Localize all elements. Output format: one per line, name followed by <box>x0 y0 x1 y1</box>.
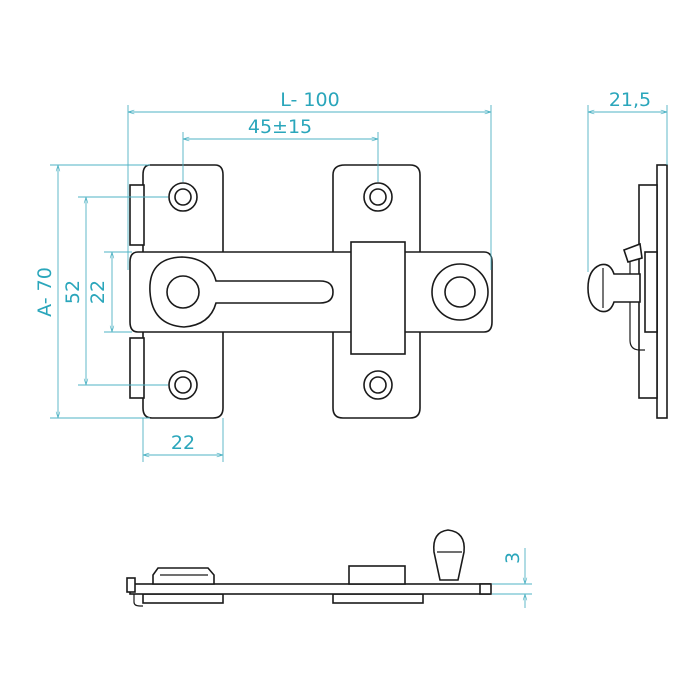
bottom-view <box>126 529 492 607</box>
side-dimensions: 21,5 <box>587 89 668 272</box>
side-view <box>587 164 668 419</box>
front-view <box>129 164 493 419</box>
dim-length: L- 100 <box>280 89 339 111</box>
bottom-dimensions: 3 <box>492 548 532 608</box>
dim-thickness: 3 <box>502 552 524 564</box>
sliding-bar <box>129 251 493 333</box>
front-dimensions: L- 100 45±15 A- 70 52 22 22 <box>34 89 492 462</box>
dim-inner-height: 52 <box>62 280 84 304</box>
dim-hole-spacing: 45±15 <box>248 116 312 138</box>
dim-depth: 21,5 <box>609 89 651 111</box>
dim-height: A- 70 <box>34 267 56 317</box>
dim-plate-width: 22 <box>171 432 195 454</box>
dim-bolt-height: 22 <box>87 280 109 304</box>
bolt-guide <box>350 241 406 355</box>
